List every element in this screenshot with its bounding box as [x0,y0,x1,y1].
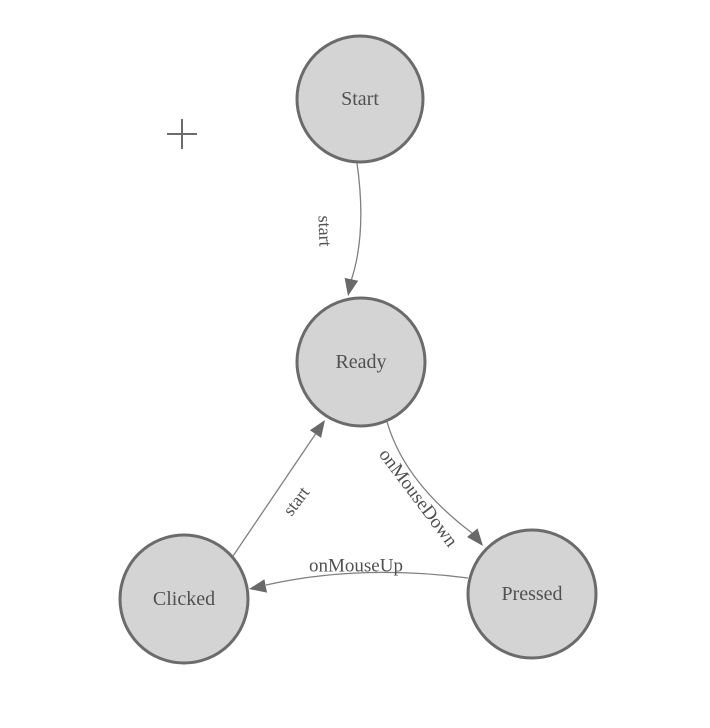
transition-start-to-ready[interactable]: start [314,162,362,296]
state-node-clicked[interactable]: Clicked [118,533,250,665]
state-node-pressed[interactable]: Pressed [466,528,598,660]
transition-clicked-to-ready[interactable]: start [230,420,325,560]
arrowhead [249,579,267,593]
arrowhead [467,528,483,546]
state-label: Start [341,88,379,110]
transition-line[interactable] [230,433,317,560]
crosshair-cursor-icon [167,119,197,149]
transition-label: start [279,483,314,520]
transition-pressed-to-clicked[interactable]: onMouseUp [249,556,469,593]
transition-label: onMouseDown [374,445,462,552]
state-node-start[interactable]: Start [295,34,425,164]
state-label: Clicked [153,588,215,610]
transition-line[interactable] [385,417,473,534]
state-circle[interactable] [295,34,425,164]
transition-line[interactable] [350,162,362,282]
state-circle[interactable] [118,533,250,665]
state-label: Ready [335,351,386,373]
transition-ready-to-pressed[interactable]: onMouseDown [374,417,483,552]
state-circle[interactable] [466,528,598,660]
state-label: Pressed [501,583,562,605]
arrowhead [344,277,359,296]
state-circle[interactable] [295,296,427,428]
arrowhead [309,420,325,438]
state-node-ready[interactable]: Ready [295,296,427,428]
transition-label: onMouseUp [309,556,403,577]
transition-label: start [314,215,335,247]
transition-line[interactable] [265,571,469,586]
